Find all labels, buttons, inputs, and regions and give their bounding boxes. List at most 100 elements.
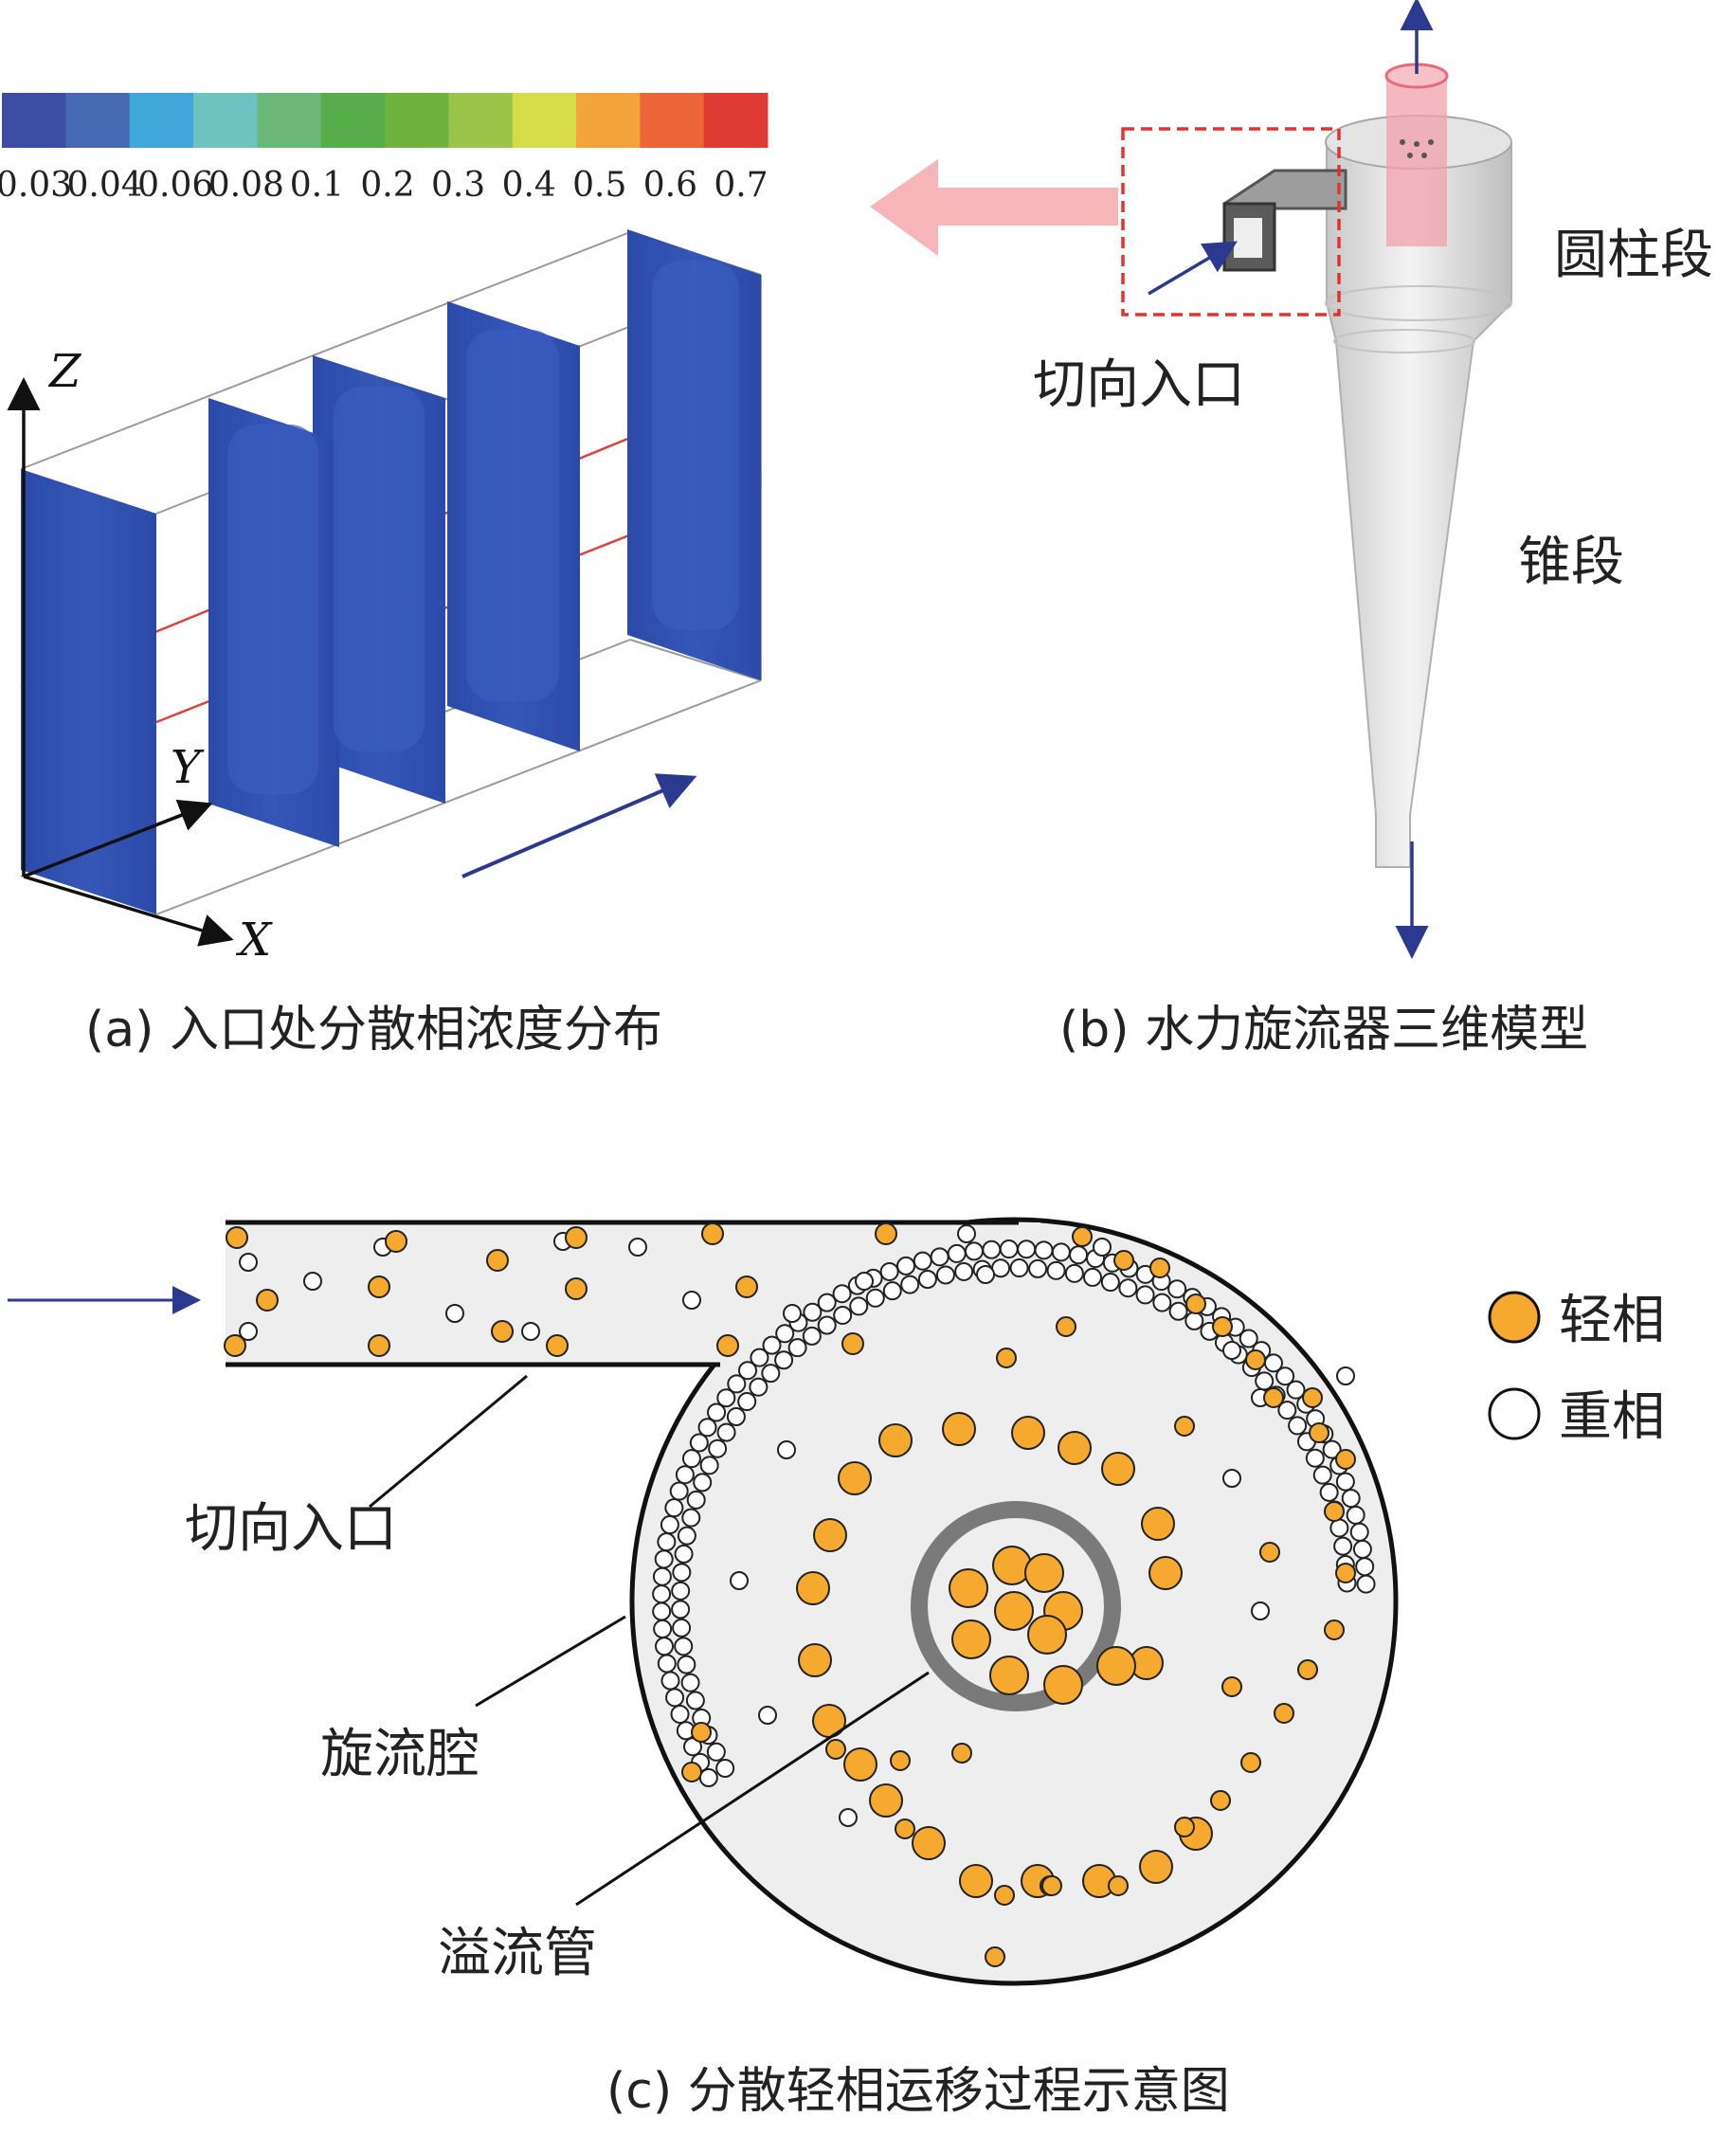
light-particle [951,1619,991,1659]
light-particle [985,1946,1005,1967]
colorbar-swatch [385,93,449,148]
leader-lines [369,1374,930,1907]
heavy-particle [750,1348,769,1367]
heavy-particle [1277,1401,1297,1420]
heavy-particle [671,1600,691,1619]
label-cylinder-section: 圆柱段 [1554,225,1713,286]
heavy-particle [672,1563,692,1583]
heavy-particle [654,1549,674,1569]
light-particle [224,1334,246,1357]
heavy-particle [1034,1240,1054,1260]
heavy-particle [865,1288,885,1308]
colorbar-swatch [257,93,322,148]
heavy-particle [1168,1301,1188,1321]
light-particle [912,1826,946,1860]
light-particle [1335,1449,1356,1470]
heavy-particle [1275,1366,1295,1386]
colorbar-tick-label: 0.4 [502,166,556,205]
caption-a: (a) 入口处分散相浓度分布 [85,1002,662,1058]
heavy-particle [670,1704,690,1724]
heavy-particle [715,1759,735,1778]
light-particle [1056,1316,1076,1337]
heavy-particle [1222,1341,1241,1360]
light-particle [895,1818,915,1839]
heavy-particle [1046,1260,1066,1280]
light-particle [989,1656,1029,1695]
heavy-particle [849,1296,869,1316]
heavy-particle [947,1243,967,1263]
light-particle [385,1230,407,1253]
legend-heavy-label: 重相 [1559,1386,1665,1448]
concentration-slab-diagram: Z Y X [7,229,762,967]
light-particle [994,1885,1015,1906]
heavy-particle [1093,1238,1112,1257]
light-particle [1274,1703,1294,1724]
light-particle [1139,1850,1173,1884]
heavy-particle [775,1324,795,1344]
heavy-particle [982,1239,1002,1259]
light-particle [1174,1416,1195,1437]
inlet-highlight-box [1121,127,1341,317]
light-particle [841,1332,864,1355]
heavy-particle [761,1364,781,1384]
heavy-particle [832,1284,852,1304]
light-particle [491,1320,514,1343]
light-particle [942,1412,976,1446]
light-particle [825,1739,846,1760]
heavy-particle [976,1265,995,1284]
heavy-particle [708,1438,728,1458]
light-particle [1141,1507,1175,1541]
heavy-particle [677,1526,696,1546]
colorbar-swatch [640,93,705,148]
label-tangential-inlet-c: 切向入口 [185,1498,397,1560]
heavy-particle [716,1388,736,1408]
heavy-particle [1335,1472,1355,1492]
separation-schematic [8,1217,1399,1986]
heavy-particle [913,1251,932,1271]
heavy-particle [817,1293,837,1312]
light-particle [1072,1226,1093,1247]
heavy-particle [1286,1380,1306,1400]
heavy-particle [1100,1273,1120,1293]
light-particle [1041,1875,1062,1896]
inlet-flow-arrow [1148,241,1239,296]
axis-x-label: X [235,914,273,967]
heavy-particle [669,1481,689,1501]
heavy-particle [671,1581,691,1601]
colorbar-swatch [512,93,577,148]
light-particle [1024,1553,1064,1593]
heavy-particle [239,1322,258,1341]
heavy-particle [1222,1469,1241,1488]
overflow-pipe [1386,76,1447,246]
light-particle [1096,1646,1136,1686]
light-particle [878,1423,913,1457]
light-particle [1324,1501,1345,1522]
light-particle [1221,1676,1242,1697]
light-particle [994,1591,1034,1631]
heavy-particle [628,1238,647,1257]
heavy-particle [774,1350,794,1370]
light-particle [735,1276,758,1298]
light-particle [256,1289,279,1312]
heavy-particle [839,1808,858,1827]
heavy-particle [964,1241,984,1261]
heavy-particle [657,1532,677,1552]
pink-transfer-arrow [870,159,1118,256]
label-tangential-inlet-b: 切向入口 [1033,354,1245,416]
colorbar-swatch [129,93,194,148]
heavy-particle [726,1407,746,1427]
heavy-particle [1135,1285,1155,1305]
label-overflow-pipe: 溢流管 [438,1923,597,1984]
heavy-particle [239,1253,258,1272]
heavy-particle [1239,1329,1258,1348]
flow-direction-arrow [461,773,697,878]
light-particle [716,1334,739,1357]
light-particle [368,1334,390,1357]
heavy-particle [803,1302,823,1322]
heavy-particle [1051,1242,1071,1262]
light-particle [949,1568,988,1608]
colorbar-tick-label: 0.3 [431,166,485,205]
heavy-particle [1288,1416,1308,1436]
heavy-particle [675,1465,695,1485]
coordinate-axes [7,377,234,947]
